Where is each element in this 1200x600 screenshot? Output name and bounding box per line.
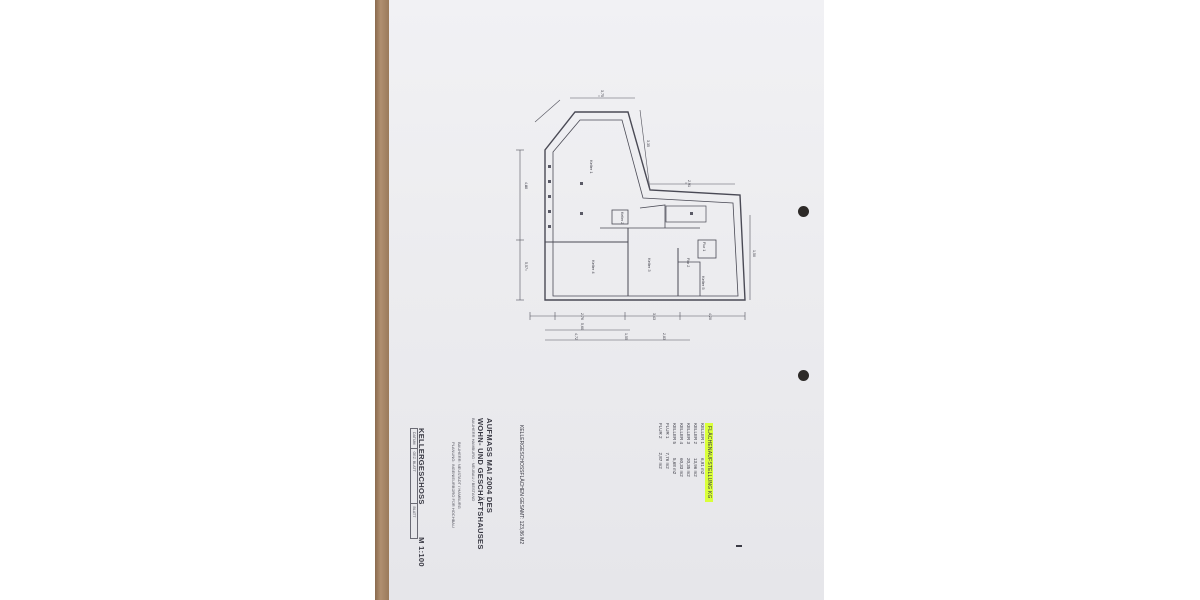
storage xyxy=(665,205,707,223)
legend-title: FLÄCHENAUFSTELLUNG KG xyxy=(705,423,713,502)
title-block: AUFMASS MAI 2004 DES WOHN- UND GESCHÄFTS… xyxy=(470,418,494,550)
dim-label: 2,91 xyxy=(687,180,691,187)
scale: M 1:100 xyxy=(417,537,426,567)
sheet-title: KELLERGESCHOSS xyxy=(417,428,426,505)
room-label: Keller 3 xyxy=(647,258,652,272)
dim-label: 5,60 xyxy=(580,323,584,330)
title-grid: DATUM GEZ. BLATT BLATT xyxy=(410,428,418,539)
dim-label: 3,43 xyxy=(652,313,656,320)
shaft xyxy=(697,239,717,259)
dim-label: 4,72 xyxy=(574,333,578,340)
dim-label: 4,88 xyxy=(524,182,528,189)
pen-mark xyxy=(736,545,742,547)
binder-hole xyxy=(798,370,809,381)
outer-wall xyxy=(544,111,746,301)
background-left xyxy=(0,0,375,600)
dim-label: 3,35 xyxy=(646,140,650,147)
heading-building: WOHN- UND GESCHÄFTSHAUSES xyxy=(476,418,485,550)
room-label: Keller 1 xyxy=(589,160,594,174)
room-label: Keller 4 xyxy=(591,260,596,274)
partition xyxy=(678,261,701,296)
binder-hole xyxy=(798,206,809,217)
table-edge xyxy=(375,0,389,600)
room-label: Keller 5 xyxy=(701,276,706,290)
heading-survey: AUFMASS MAI 2004 DES xyxy=(485,418,494,514)
dim-label: 5,57 xyxy=(524,262,528,269)
background-right xyxy=(824,0,1200,600)
dim-label: 2,76 xyxy=(580,313,584,320)
dim-label: 2,83 xyxy=(662,333,666,340)
dim-label: 1,50 xyxy=(752,250,756,257)
room-label: Flur 1 xyxy=(702,242,706,252)
dim-label: 3,75 xyxy=(600,90,604,97)
title-block-details: BAUHERR: NEUSTADT / HAMBURG PLANUNG: ING… xyxy=(451,442,462,528)
dim-label: 4,20 xyxy=(708,313,712,320)
partition xyxy=(639,204,666,228)
room-label: Flur 2 xyxy=(686,258,690,268)
stair-box xyxy=(611,209,629,225)
dim-label: 1,55 xyxy=(624,333,628,340)
inner-wall-line xyxy=(552,119,739,297)
total-area: KELLERGESCHOSSFLÄCHEN GESAMT: 123,86 M2 xyxy=(518,425,524,545)
room-label: Keller 2 xyxy=(620,212,624,225)
